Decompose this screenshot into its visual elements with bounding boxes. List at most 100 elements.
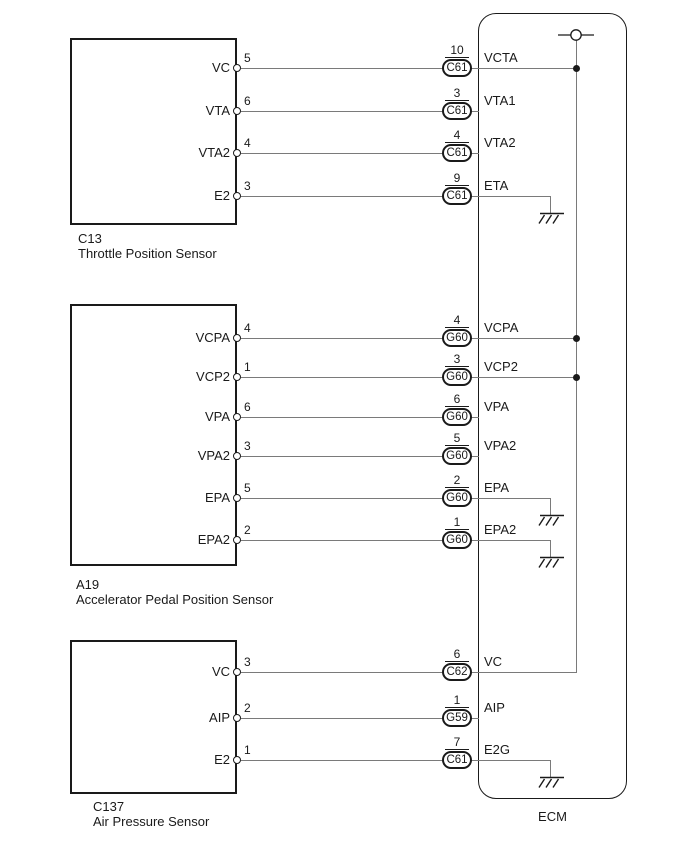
sensor-code-label: C137 (93, 799, 125, 814)
pin-circle-icon (233, 714, 241, 722)
signal-label: VTA2 (484, 135, 516, 150)
wire-vcpa (241, 338, 577, 339)
wire-eta (241, 196, 551, 197)
signal-label: EPA2 (484, 522, 517, 537)
pin-circle-icon (233, 373, 241, 381)
wire-vpa2 (241, 456, 479, 457)
pin-terminal-number: 5 (244, 51, 251, 65)
pin-label: VC (211, 664, 230, 679)
pin-circle-icon (233, 64, 241, 72)
pin-circle-icon (233, 494, 241, 502)
pin-label: VPA2 (197, 448, 230, 463)
connector-oval: G60 (442, 489, 472, 507)
shield-ground-icon (558, 27, 594, 43)
sensor-code-label: C13 (78, 231, 102, 246)
connector-terminal-number: 9 (445, 170, 469, 186)
pin-label: VTA2 (198, 145, 230, 160)
wire-vta1 (241, 111, 479, 112)
connector-oval: G59 (442, 709, 472, 727)
connector-terminal-number: 1 (445, 692, 469, 708)
wire-vcta (241, 68, 577, 69)
connector-terminal-number: 3 (445, 351, 469, 367)
pin-terminal-number: 3 (244, 179, 251, 193)
pin-circle-icon (233, 668, 241, 676)
pin-label: VTA (205, 103, 230, 118)
pin-terminal-number: 6 (244, 400, 251, 414)
pin-terminal-number: 2 (244, 523, 251, 537)
connector-terminal-number: 5 (445, 430, 469, 446)
pin-label: EPA2 (197, 532, 230, 547)
pin-label: EPA (204, 490, 230, 505)
signal-label: VPA2 (484, 438, 517, 453)
ground-icon (537, 776, 567, 790)
connector-terminal-number: 3 (445, 85, 469, 101)
connector-oval: C61 (442, 102, 472, 120)
pin-label: VPA (204, 409, 230, 424)
wire-vpa (241, 417, 479, 418)
pin-terminal-number: 1 (244, 360, 251, 374)
signal-label: VCTA (484, 50, 518, 65)
connector-terminal-number: 6 (445, 646, 469, 662)
wire-aip (241, 718, 479, 719)
ecm-bus-wire (576, 40, 577, 673)
pin-label: AIP (209, 710, 230, 725)
sensor-name-label: Air Pressure Sensor (93, 814, 210, 829)
wire-epa2 (241, 540, 551, 541)
wire-epa-drop (550, 498, 551, 515)
pin-label: E2 (214, 752, 230, 767)
connector-oval: C61 (442, 187, 472, 205)
connector-oval: C61 (442, 59, 472, 77)
connector-oval: G60 (442, 329, 472, 347)
connector-terminal-number: 10 (445, 42, 469, 58)
signal-label: ETA (484, 178, 509, 193)
sensor-name-label: Accelerator Pedal Position Sensor (76, 592, 274, 607)
pin-terminal-number: 3 (244, 439, 251, 453)
wire-epa2-drop (550, 540, 551, 557)
pin-terminal-number: 3 (244, 655, 251, 669)
connector-oval: G60 (442, 408, 472, 426)
pin-circle-icon (233, 107, 241, 115)
ground-icon (537, 556, 567, 570)
signal-label: VC (484, 654, 503, 669)
signal-label: VTA1 (484, 93, 516, 108)
ecm-label: ECM (538, 809, 567, 824)
wire-vc (241, 672, 577, 673)
connector-oval: G60 (442, 447, 472, 465)
pin-terminal-number: 1 (244, 743, 251, 757)
sensor-name-label: Throttle Position Sensor (78, 246, 217, 261)
ground-icon (537, 212, 567, 226)
pin-circle-icon (233, 452, 241, 460)
junction-dot (573, 335, 580, 342)
pin-circle-icon (233, 413, 241, 421)
sensor-code-label: A19 (76, 577, 100, 592)
signal-label: VCPA (484, 320, 519, 335)
sensor-box-c13 (70, 38, 237, 225)
pin-circle-icon (233, 536, 241, 544)
pin-label: VC (211, 60, 230, 75)
wire-vcp2 (241, 377, 577, 378)
wire-epa (241, 498, 551, 499)
junction-dot (573, 374, 580, 381)
ground-icon (537, 514, 567, 528)
connector-oval: C61 (442, 751, 472, 769)
wire-vta2 (241, 153, 479, 154)
connector-terminal-number: 4 (445, 127, 469, 143)
pin-label: VCP2 (196, 369, 230, 384)
connector-terminal-number: 1 (445, 514, 469, 530)
connector-terminal-number: 7 (445, 734, 469, 750)
pin-circle-icon (233, 149, 241, 157)
connector-oval: C62 (442, 663, 472, 681)
pin-terminal-number: 4 (244, 136, 251, 150)
pin-label: E2 (214, 188, 230, 203)
pin-circle-icon (233, 756, 241, 764)
ecm-box (478, 13, 627, 799)
junction-dot (573, 65, 580, 72)
connector-oval: G60 (442, 531, 472, 549)
wire-e2g-drop (550, 760, 551, 777)
signal-label: EPA (484, 480, 510, 495)
connector-terminal-number: 2 (445, 472, 469, 488)
pin-circle-icon (233, 334, 241, 342)
signal-label: E2G (484, 742, 511, 757)
connector-oval: G60 (442, 368, 472, 386)
